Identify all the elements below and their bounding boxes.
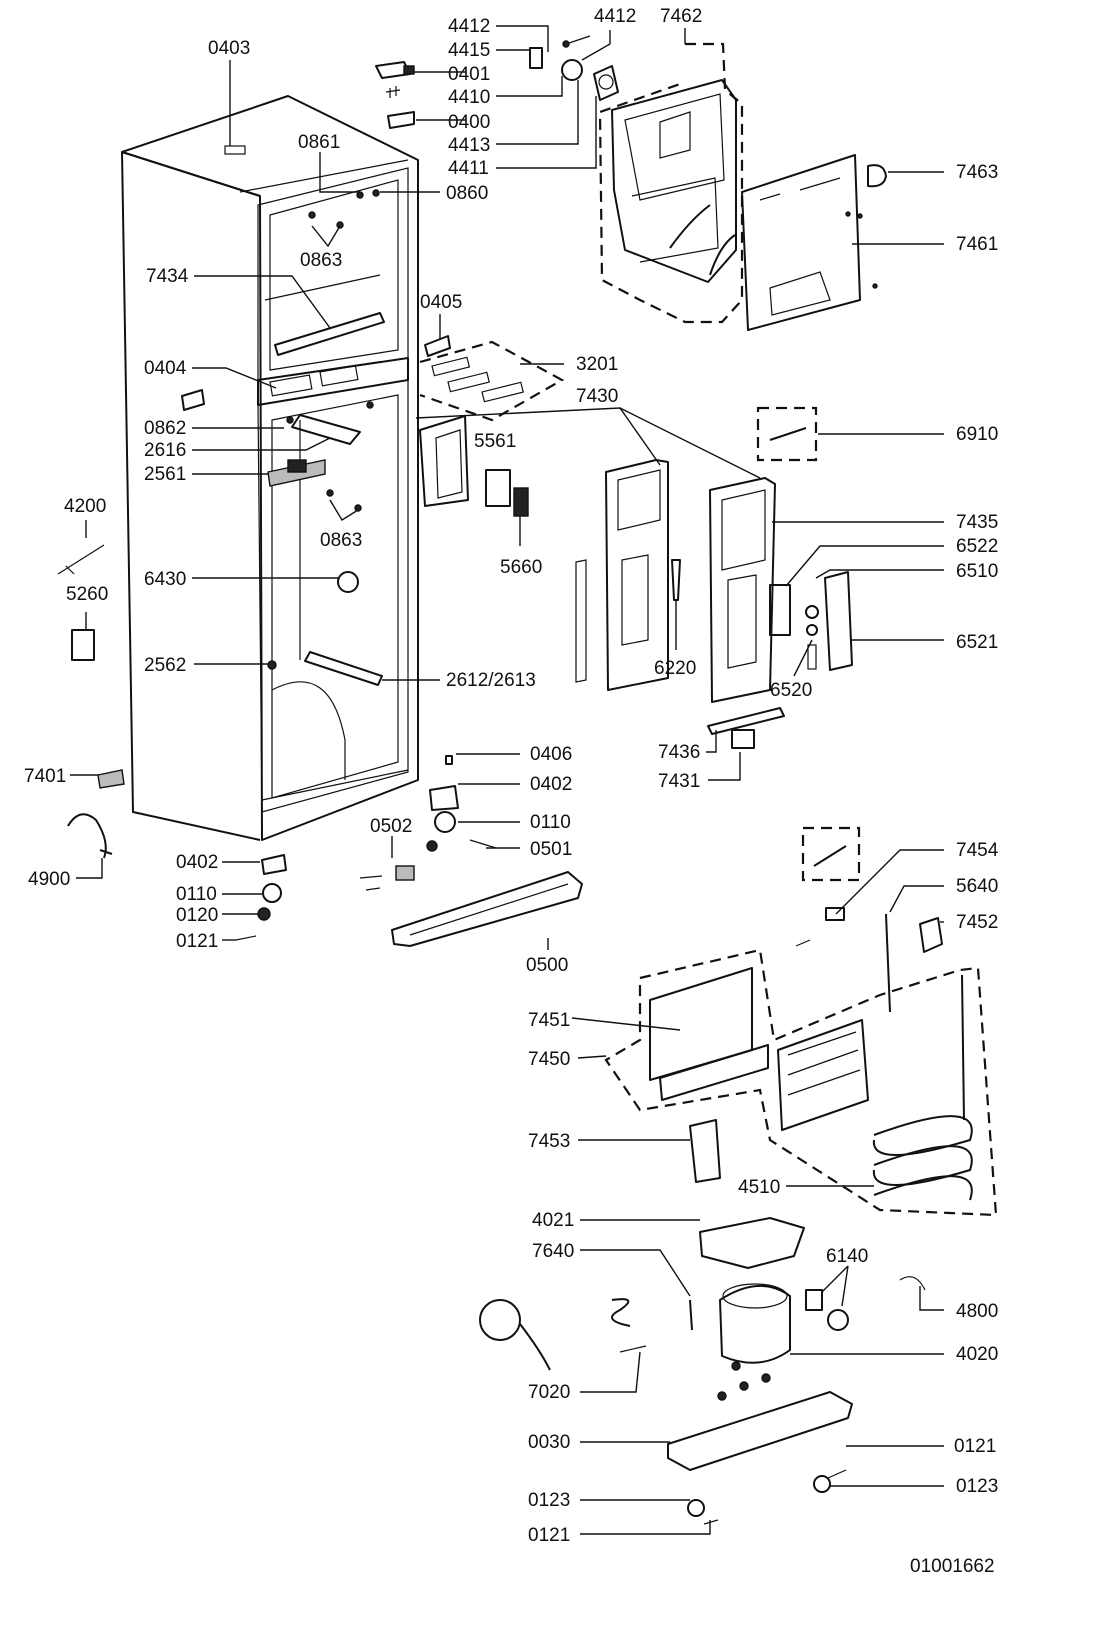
label-0400: 0400 xyxy=(448,112,490,133)
label-0120: 0120 xyxy=(176,905,218,926)
label-4415: 4415 xyxy=(448,40,490,61)
label-6430: 6430 xyxy=(144,569,186,590)
label-7430: 7430 xyxy=(576,386,618,407)
label-2562: 2562 xyxy=(144,655,186,676)
label-7454: 7454 xyxy=(956,840,999,861)
label-0401: 0401 xyxy=(448,64,490,85)
label-0030: 0030 xyxy=(528,1432,570,1453)
label-0123-b: 0123 xyxy=(956,1476,998,1497)
label-0110-a: 0110 xyxy=(530,812,571,833)
label-6220: 6220 xyxy=(654,658,696,679)
label-6140: 6140 xyxy=(826,1246,868,1267)
label-7640: 7640 xyxy=(532,1241,574,1262)
label-7462: 7462 xyxy=(660,6,702,27)
label-7401: 7401 xyxy=(24,766,66,787)
label-4510: 4510 xyxy=(738,1177,780,1198)
label-0402-b: 0402 xyxy=(176,852,218,873)
label-0861: 0861 xyxy=(298,132,340,153)
lamp-cover-drawing xyxy=(707,707,785,749)
label-4200: 4200 xyxy=(64,496,106,517)
label-7020: 7020 xyxy=(528,1382,570,1403)
label-0403: 0403 xyxy=(208,38,250,59)
label-4413: 4413 xyxy=(448,135,490,156)
cooling-parts-drawing xyxy=(795,826,943,1013)
label-4900: 4900 xyxy=(28,869,70,890)
fan-duct-drawing xyxy=(419,415,529,517)
label-7436: 7436 xyxy=(658,742,700,763)
label-0500: 0500 xyxy=(526,955,568,976)
label-7463: 7463 xyxy=(956,162,998,183)
label-5561: 5561 xyxy=(474,431,516,452)
label-7450: 7450 xyxy=(528,1049,570,1070)
kickplate-drawing xyxy=(391,871,583,947)
top-hinge-drawing xyxy=(375,61,415,129)
label-7461: 7461 xyxy=(956,234,998,255)
label-2612-2613: 2612/2613 xyxy=(446,670,536,691)
lower-hinge-drawing xyxy=(235,755,497,941)
label-4410: 4410 xyxy=(448,87,490,108)
label-0402-a: 0402 xyxy=(530,774,572,795)
label-4412-a: 4412 xyxy=(448,16,490,37)
label-0121-a: 0121 xyxy=(176,931,218,952)
label-0110-b: 0110 xyxy=(176,884,217,905)
label-4021: 4021 xyxy=(532,1210,574,1231)
label-0406: 0406 xyxy=(530,744,572,765)
label-0123-a: 0123 xyxy=(528,1490,570,1511)
label-4412-b: 4412 xyxy=(594,6,636,27)
label-0501: 0501 xyxy=(530,839,572,860)
thermostat-parts-drawing xyxy=(529,35,619,101)
compressor-drawing xyxy=(479,1217,926,1525)
label-6510: 6510 xyxy=(956,561,998,582)
label-4020: 4020 xyxy=(956,1344,998,1365)
label-7452: 7452 xyxy=(956,912,998,933)
label-2616: 2616 xyxy=(144,440,186,461)
label-0405: 0405 xyxy=(420,292,462,313)
document-number: 01001662 xyxy=(910,1556,995,1577)
label-0121-c: 0121 xyxy=(528,1525,570,1546)
left-accessories-drawing xyxy=(57,389,205,859)
label-4800: 4800 xyxy=(956,1301,998,1322)
freezer-evaporator-drawing xyxy=(604,948,998,1217)
label-6522: 6522 xyxy=(956,536,998,557)
switch-parts-drawing xyxy=(419,335,565,422)
evaporator-plate-drawing xyxy=(741,154,887,331)
label-0862: 0862 xyxy=(144,418,186,439)
label-0863-b: 0863 xyxy=(320,530,362,551)
label-7451: 7451 xyxy=(528,1010,570,1031)
label-5260: 5260 xyxy=(66,584,108,605)
label-7453: 7453 xyxy=(528,1131,570,1152)
air-duct-drawing xyxy=(575,459,776,703)
label-5660: 5660 xyxy=(500,557,542,578)
part-labels: 0403 4412 4412 7462 4415 0401 4410 0400 … xyxy=(24,6,999,1577)
thermostat-assembly-drawing xyxy=(769,571,853,671)
label-7431: 7431 xyxy=(658,771,700,792)
label-7435: 7435 xyxy=(956,512,998,533)
label-6520: 6520 xyxy=(770,680,812,701)
label-5640: 5640 xyxy=(956,876,998,897)
label-0121-b: 0121 xyxy=(954,1436,996,1457)
label-0502: 0502 xyxy=(370,816,412,837)
label-3201: 3201 xyxy=(576,354,618,375)
label-7434: 7434 xyxy=(146,266,189,287)
label-2561: 2561 xyxy=(144,464,186,485)
label-6521: 6521 xyxy=(956,632,998,653)
evaporator-cover-drawing xyxy=(598,42,744,324)
label-6910: 6910 xyxy=(956,424,998,445)
label-0404: 0404 xyxy=(144,358,187,379)
leader-lines xyxy=(70,25,944,1535)
label-0860: 0860 xyxy=(446,183,488,204)
label-4411: 4411 xyxy=(448,158,489,179)
thermostat-box-drawing xyxy=(756,406,818,462)
label-0863-a: 0863 xyxy=(300,250,342,271)
